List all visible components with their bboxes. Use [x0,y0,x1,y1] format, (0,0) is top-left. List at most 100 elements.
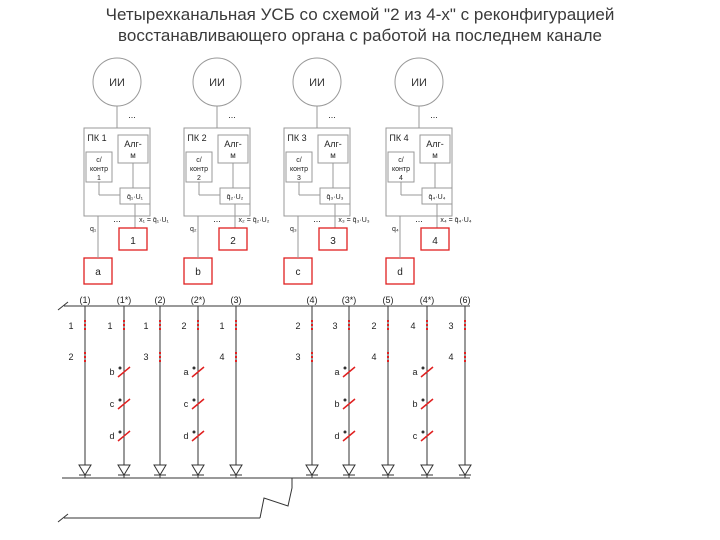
qu-label: q̄₁·U₁ [127,194,144,201]
sk-label: с/ [96,157,102,164]
branch-label: (3) [231,295,242,305]
diode [420,464,434,476]
q-label: q₁ [90,226,97,233]
branch-label: (2) [155,295,166,305]
dots: ... [213,214,221,224]
channel-number-box [218,227,248,251]
m-label: м [432,151,438,160]
contact-label: 2 [295,321,300,331]
contact-label: 2 [371,321,376,331]
sk-label: контр [90,166,108,173]
series-switch [191,366,205,378]
contact-label: 2 [68,352,73,362]
contact-label: 1 [68,321,73,331]
channel-number-box [420,227,450,251]
channel-number: 1 [130,236,136,247]
branch-label: (5) [383,295,394,305]
contact-label: 3 [448,321,453,331]
diode [342,464,356,476]
sk-label: 1 [97,175,101,182]
ground-arrow-top [57,301,69,311]
series-label: c [413,431,418,441]
sk-label: с/ [398,157,404,164]
series-switch [191,398,205,410]
sk-label: 4 [399,175,403,182]
sk-label: с/ [296,157,302,164]
diode [153,464,167,476]
branch-label: (1) [80,295,91,305]
dots: ... [228,110,236,120]
series-label: c [184,399,189,409]
series-label: a [334,367,339,377]
qu-label: q̄₂·U₂ [227,194,244,201]
sk-label: с/ [196,157,202,164]
series-switch [342,398,356,410]
branch-label: (4) [307,295,318,305]
branch-label: (3*) [342,295,357,305]
alg-label: Алг- [224,139,242,149]
sk-label: 2 [197,175,201,182]
series-label: b [412,399,417,409]
series-label: a [183,367,188,377]
branch-label: (6) [460,295,471,305]
alg-label: Алг- [324,139,342,149]
branch-label: (2*) [191,295,206,305]
series-switch [420,366,434,378]
switch-pivot [118,398,122,402]
series-label: c [110,399,115,409]
contact-label: 3 [295,352,300,362]
contact-label: 1 [107,321,112,331]
x-label: x₂ = q̄₂·U₂ [239,217,270,224]
qu-label: q̄₃·U₃ [327,194,344,201]
ground-arrow-bottom [57,513,69,523]
sk-label: контр [290,166,308,173]
switch-pivot [118,366,122,370]
output-letter: a [95,267,101,278]
series-switch [117,366,131,378]
series-label: b [334,399,339,409]
contact-label: 1 [219,321,224,331]
switch-pivot [421,398,425,402]
switch-pivot [192,430,196,434]
sk-label: контр [190,166,208,173]
series-label: b [109,367,114,377]
series-switch [117,398,131,410]
contact-label: 4 [219,352,224,362]
switch-pivot [343,366,347,370]
x-label: x₁ = q̄₁·U₁ [139,217,169,224]
contact-label: 4 [410,321,415,331]
output-letter: c [296,267,301,278]
series-switch [342,366,356,378]
diode [78,464,92,476]
ii-label: ИИ [309,77,325,89]
contact-label: 3 [143,352,148,362]
output-letter: b [195,267,201,278]
channel-number: 2 [230,236,236,247]
dots: ... [415,214,423,224]
q-label: q₄ [392,226,399,233]
branch-label: (4*) [420,295,435,305]
channel-number-box [118,227,148,251]
contact-label: 1 [143,321,148,331]
diode [191,464,205,476]
dots: ... [128,110,136,120]
x-label: x₄ = q̄₄·U₄ [440,217,471,224]
m-label: м [130,151,136,160]
switch-pivot [343,398,347,402]
sk-label: 3 [297,175,301,182]
series-switch [420,398,434,410]
pk-label: ПК 3 [287,133,306,143]
q-label: q₂ [190,226,197,233]
switch-pivot [343,430,347,434]
channel-number-box [318,227,348,251]
series-switch [420,430,434,442]
channel-number: 3 [330,236,336,247]
title-line-2: восстанавливающего органа с работой на п… [118,26,602,45]
diode [305,464,319,476]
ii-label: ИИ [411,77,427,89]
diode [381,464,395,476]
ii-label: ИИ [209,77,225,89]
sk-label: контр [392,166,410,173]
series-switch [342,430,356,442]
